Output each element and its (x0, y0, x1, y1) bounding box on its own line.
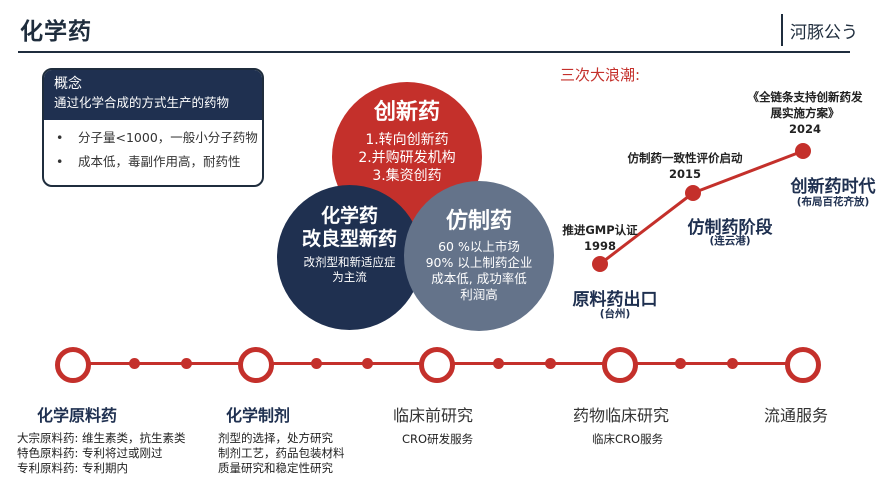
bullet-icon: • (56, 154, 64, 169)
stage-title-api: 化学原料药 (37, 406, 118, 425)
era-api-export-place: (台州) (599, 308, 631, 320)
header-divider (18, 51, 850, 53)
chain-dot (727, 358, 738, 369)
concept-bullet: •分子量<1000，一般小分子药物 (56, 126, 262, 150)
waves-title: 三次大浪潮: (560, 66, 641, 84)
concept-subtitle: 通过化学合成的方式生产的药物 (54, 95, 230, 110)
stage-details-preclinical: CRO研发服务 (402, 432, 474, 446)
era-api-export: 原料药出口 (572, 290, 658, 310)
stage-node-preclinical (419, 347, 455, 383)
stage-node-formulation (238, 347, 274, 383)
generic-drug-points: 60 %以上市场 90% 以上制药企业 成本低, 成功率低 利润高 (425, 239, 533, 302)
milestone-1998-label: 推进GMP认证 1998 (562, 223, 638, 253)
improved-new-drug-desc: 改剂型和新适应症 为主流 (303, 255, 396, 284)
stage-details-clinical: 临床CRO服务 (592, 432, 664, 446)
era-innovative-place: (布局百花齐放) (796, 196, 870, 208)
stage-title-clinical: 药物临床研究 (573, 406, 670, 425)
stage-node-distribution (785, 347, 821, 383)
stage-details-api: 大宗原料药: 维生素类，抗生素类 特色原料药: 专利将过或刚过 专利原料药: 专… (17, 431, 186, 475)
chain-dot (675, 358, 686, 369)
milestone-2015-label: 仿制药一致性评价启动 2015 (627, 151, 743, 181)
brand-separator (781, 14, 783, 46)
innovative-drug-title: 创新药 (373, 100, 440, 125)
innovative-drug-points: 1.转向创新药 2.并购研发机构 3.集资创药 (358, 132, 456, 184)
chain-dot (362, 358, 373, 369)
stage-title-preclinical: 临床前研究 (393, 406, 474, 425)
chain-dot (493, 358, 504, 369)
milestone-dot-2015 (685, 185, 701, 201)
stage-node-clinical (602, 347, 638, 383)
bullet-icon: • (56, 130, 64, 145)
era-generic: 仿制药阶段 (687, 218, 773, 238)
stage-node-api (55, 347, 91, 383)
concept-box: 概念 通过化学合成的方式生产的药物 •分子量<1000，一般小分子药物 •成本低… (42, 68, 264, 187)
milestone-dot-1998 (592, 256, 608, 272)
era-innovative: 创新药时代 (790, 177, 876, 197)
brand-label: 河豚公う (790, 23, 858, 43)
concept-title: 概念 (54, 76, 82, 92)
concept-header: 概念 通过化学合成的方式生产的药物 (44, 70, 262, 120)
milestone-dot-2024 (795, 143, 811, 159)
stage-title-formulation: 化学制剂 (226, 406, 291, 425)
chain-dot (545, 358, 556, 369)
improved-new-drug-circle: 化学药 改良型新药 改剂型和新适应症 为主流 (277, 185, 422, 330)
chain-dot (129, 358, 140, 369)
improved-new-drug-title: 化学药 改良型新药 (301, 205, 397, 250)
generic-drug-circle: 仿制药 60 %以上市场 90% 以上制药企业 成本低, 成功率低 利润高 (404, 181, 554, 331)
era-generic-place: (连云港) (709, 235, 751, 247)
concept-bullet: •成本低，毒副作用高，耐药性 (56, 150, 262, 174)
chain-dot (311, 358, 322, 369)
concept-bullets: •分子量<1000，一般小分子药物 •成本低，毒副作用高，耐药性 (44, 126, 262, 174)
chain-dot (181, 358, 192, 369)
stage-title-distribution: 流通服务 (764, 406, 829, 425)
milestone-2024-label: 《全链条支持创新药发 展实施方案》 2024 (747, 90, 863, 136)
generic-drug-title: 仿制药 (445, 209, 512, 234)
stage-details-formulation: 剂型的选择，处方研究 制剂工艺，药品包装材料 质量研究和稳定性研究 (218, 431, 345, 475)
page-title: 化学药 (20, 19, 92, 45)
